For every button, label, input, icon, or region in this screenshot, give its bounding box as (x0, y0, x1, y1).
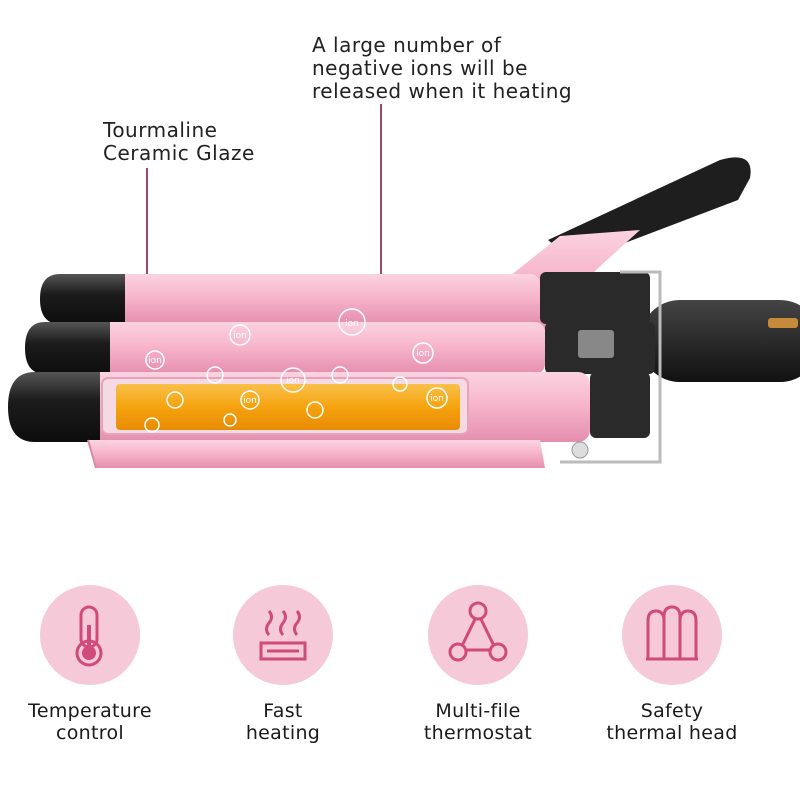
feature-label: Multi-file thermostat (423, 700, 533, 744)
screw (571, 441, 589, 459)
callout-tourmaline-glaze: Tourmaline Ceramic Glaze (103, 118, 255, 165)
svg-text:ion: ion (286, 376, 300, 386)
feature-label: Temperature control (28, 700, 152, 744)
feature-fast-heating: Fast heating (198, 585, 368, 744)
ion-labels: ion ion ion ion ion ion ion (148, 319, 444, 406)
thermal-head-icon (622, 585, 722, 685)
feature-label: Safety thermal head (606, 700, 738, 744)
ion-bubbles (144, 308, 448, 433)
triple-barrel-curling-iron: ion ion ion ion ion ion ion (8, 157, 800, 469)
thermometer-icon (40, 585, 140, 685)
svg-text:ion: ion (430, 394, 444, 404)
svg-text:ion: ion (243, 396, 257, 406)
leader-line-glaze (146, 168, 148, 338)
feature-temperature-control: Temperature control (5, 585, 175, 744)
heating-icon (233, 585, 333, 685)
callout-negative-ions: A large number of negative ions will be … (312, 33, 573, 103)
svg-text:ion: ion (416, 349, 430, 359)
barrel-middle (25, 322, 655, 374)
handle (640, 300, 800, 382)
cool-tip-plate (87, 439, 545, 469)
heating-element-window (101, 377, 469, 435)
feature-multi-file-thermostat: Multi-file thermostat (393, 585, 563, 744)
triangle-nodes-icon (428, 585, 528, 685)
barrel-top (40, 272, 650, 324)
stand-wire (560, 270, 662, 464)
leader-line-ions (380, 104, 382, 404)
svg-text:ion: ion (233, 331, 247, 341)
svg-text:ion: ion (345, 319, 359, 329)
feature-label: Fast heating (245, 700, 321, 744)
svg-text:ion: ion (148, 356, 162, 366)
feature-safety-thermal-head: Safety thermal head (587, 585, 757, 744)
